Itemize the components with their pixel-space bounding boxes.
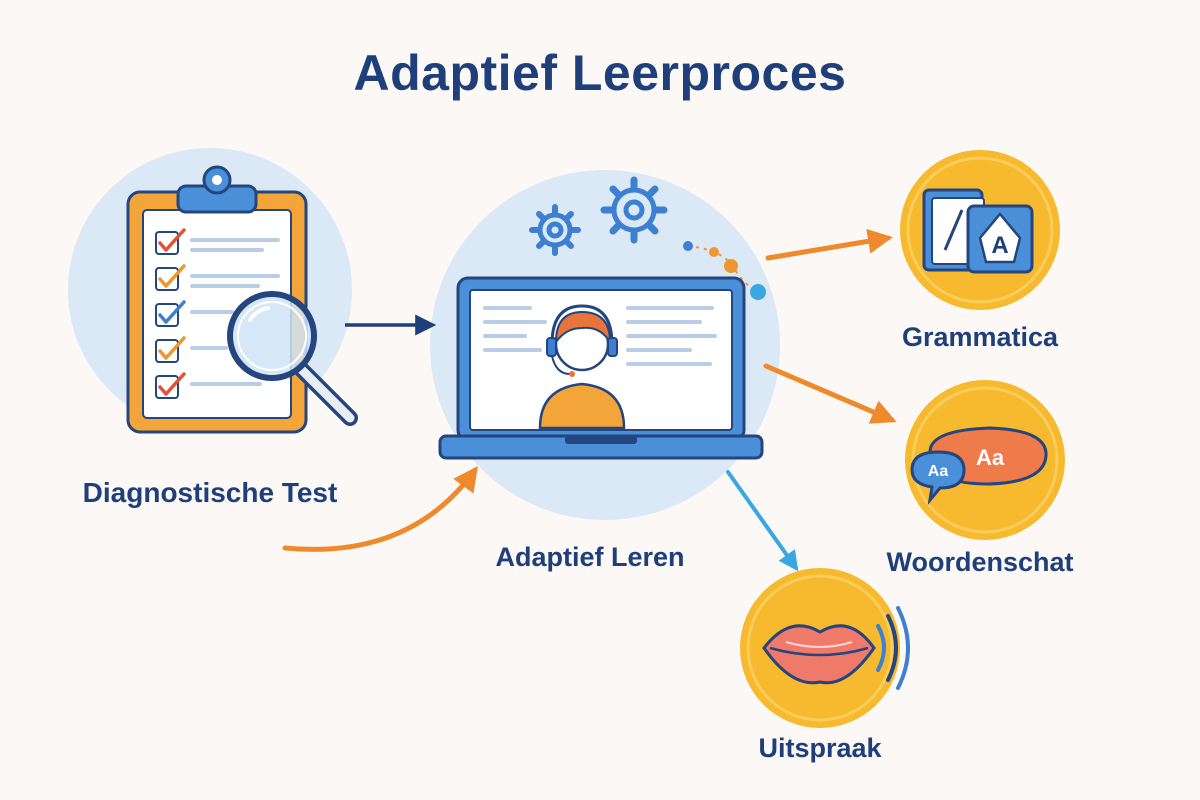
lips-sound-waves-icon <box>762 606 910 690</box>
vocabulary-bubble-left-text: Aa <box>928 463 949 480</box>
arrow-feedback-loop <box>282 465 478 552</box>
vocabulary-label: Woordenschat <box>886 547 1074 577</box>
diagnostic-test-node <box>68 148 358 434</box>
adaptive-learning-label: Adaptief Leren <box>495 542 685 572</box>
gear-large-icon <box>600 176 668 244</box>
tutor-avatar <box>538 304 626 430</box>
arrow-adaptive-to-pronunciation <box>726 470 799 572</box>
pronunciation-node <box>740 568 910 728</box>
vocabulary-bubble-right-text: Aa <box>976 445 1005 470</box>
vocabulary-node: Aa Aa <box>905 380 1065 540</box>
arrow-adaptive-to-vocabulary <box>763 363 897 424</box>
grammar-book-icon: A <box>922 188 1034 274</box>
speech-bubbles-icon: Aa Aa <box>910 426 1048 506</box>
laptop-tutor-gears-icon <box>438 176 766 460</box>
clipboard-checklist-magnifier-icon <box>126 165 358 434</box>
grammar-label: Grammatica <box>901 322 1059 352</box>
grammar-tile-letter: A <box>991 232 1008 259</box>
adaptive-learning-node <box>430 170 780 520</box>
gear-small-icon <box>529 204 581 256</box>
diagnostic-test-label: Diagnostische Test <box>82 477 338 508</box>
flow-arrows <box>282 228 897 572</box>
arrow-adaptive-to-grammar <box>765 228 893 261</box>
progress-dots-icon <box>683 241 766 300</box>
page-title: Adaptief Leerproces <box>353 45 847 101</box>
pronunciation-label: Uitspraak <box>758 733 882 763</box>
grammar-node: A <box>900 150 1060 310</box>
